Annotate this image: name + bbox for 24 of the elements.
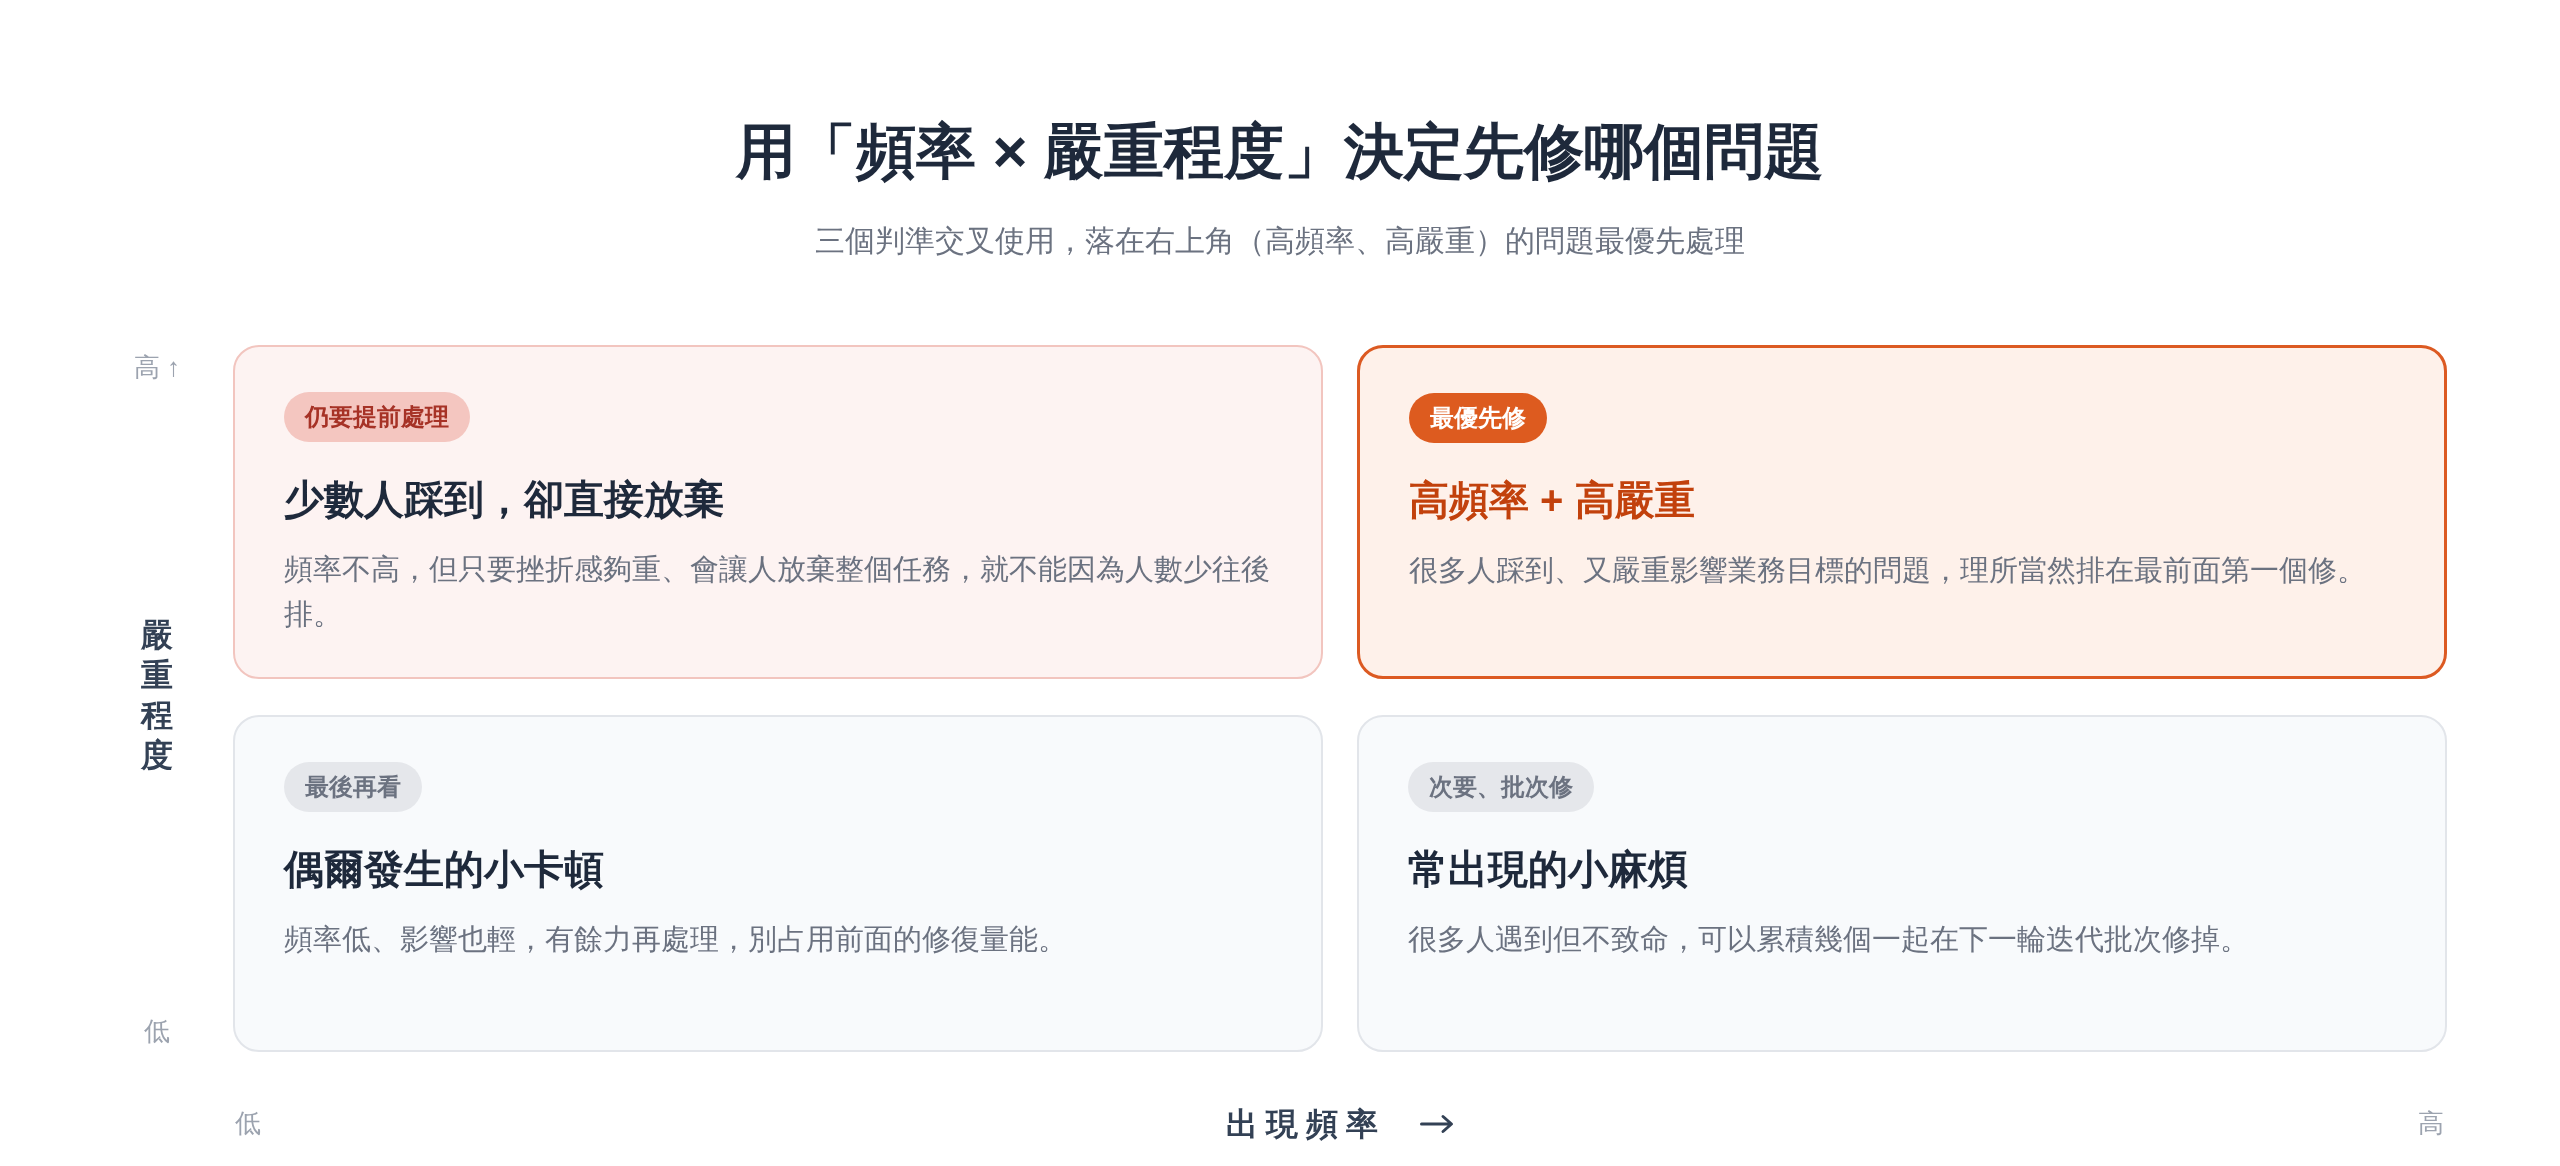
card-title: 常出現的小麻煩 bbox=[1408, 846, 1688, 893]
priority-tag: 次要、批次修 bbox=[1408, 762, 1594, 812]
axis-tick-label: 高 bbox=[2418, 1108, 2444, 1140]
card-description: 頻率低、影響也輕，有餘力再處理，別占用前面的修復量能。 bbox=[284, 922, 1068, 957]
priority-tag: 最優先修 bbox=[1409, 393, 1547, 443]
card-description: 很多人遇到但不致命，可以累積幾個一起在下一輪迭代批次修掉。 bbox=[1408, 922, 2250, 957]
quadrant-card bbox=[1357, 715, 2447, 1052]
priority-tag: 仍要提前處理 bbox=[284, 392, 470, 442]
axis-tick-label: 高 ↑ bbox=[133, 352, 181, 384]
quadrant-card bbox=[233, 715, 1323, 1052]
card-description: 很多人踩到、又嚴重影響業務目標的問題，理所當然排在最前面第一個修。 bbox=[1409, 553, 2367, 588]
subtitle: 三個判準交叉使用，落在右上角（高頻率、高嚴重）的問題最優先處理 bbox=[815, 223, 1745, 259]
axis-tick-label: 低 bbox=[235, 1108, 261, 1140]
axis-tick-label: 低 bbox=[144, 1016, 170, 1048]
priority-tag: 最後再看 bbox=[284, 762, 422, 812]
card-title: 少數人踩到，卻直接放棄 bbox=[284, 476, 724, 523]
quadrant-card bbox=[1357, 345, 2447, 679]
chart-title: 用「頻率 × 嚴重程度」決定先修哪個問題 bbox=[735, 116, 1825, 187]
card-description: 頻率不高，但只要挫折感夠重、會讓人放棄整個任務，就不能因為人數少往後排。 bbox=[284, 552, 1271, 632]
card-title: 高頻率 + 高嚴重 bbox=[1409, 477, 1695, 524]
axis-title: 出現頻率 bbox=[1225, 1104, 1386, 1144]
axis-title: 嚴重程度 bbox=[141, 616, 173, 775]
quadrant-card bbox=[233, 345, 1323, 679]
card-title: 偶爾發生的小卡頓 bbox=[284, 846, 604, 893]
